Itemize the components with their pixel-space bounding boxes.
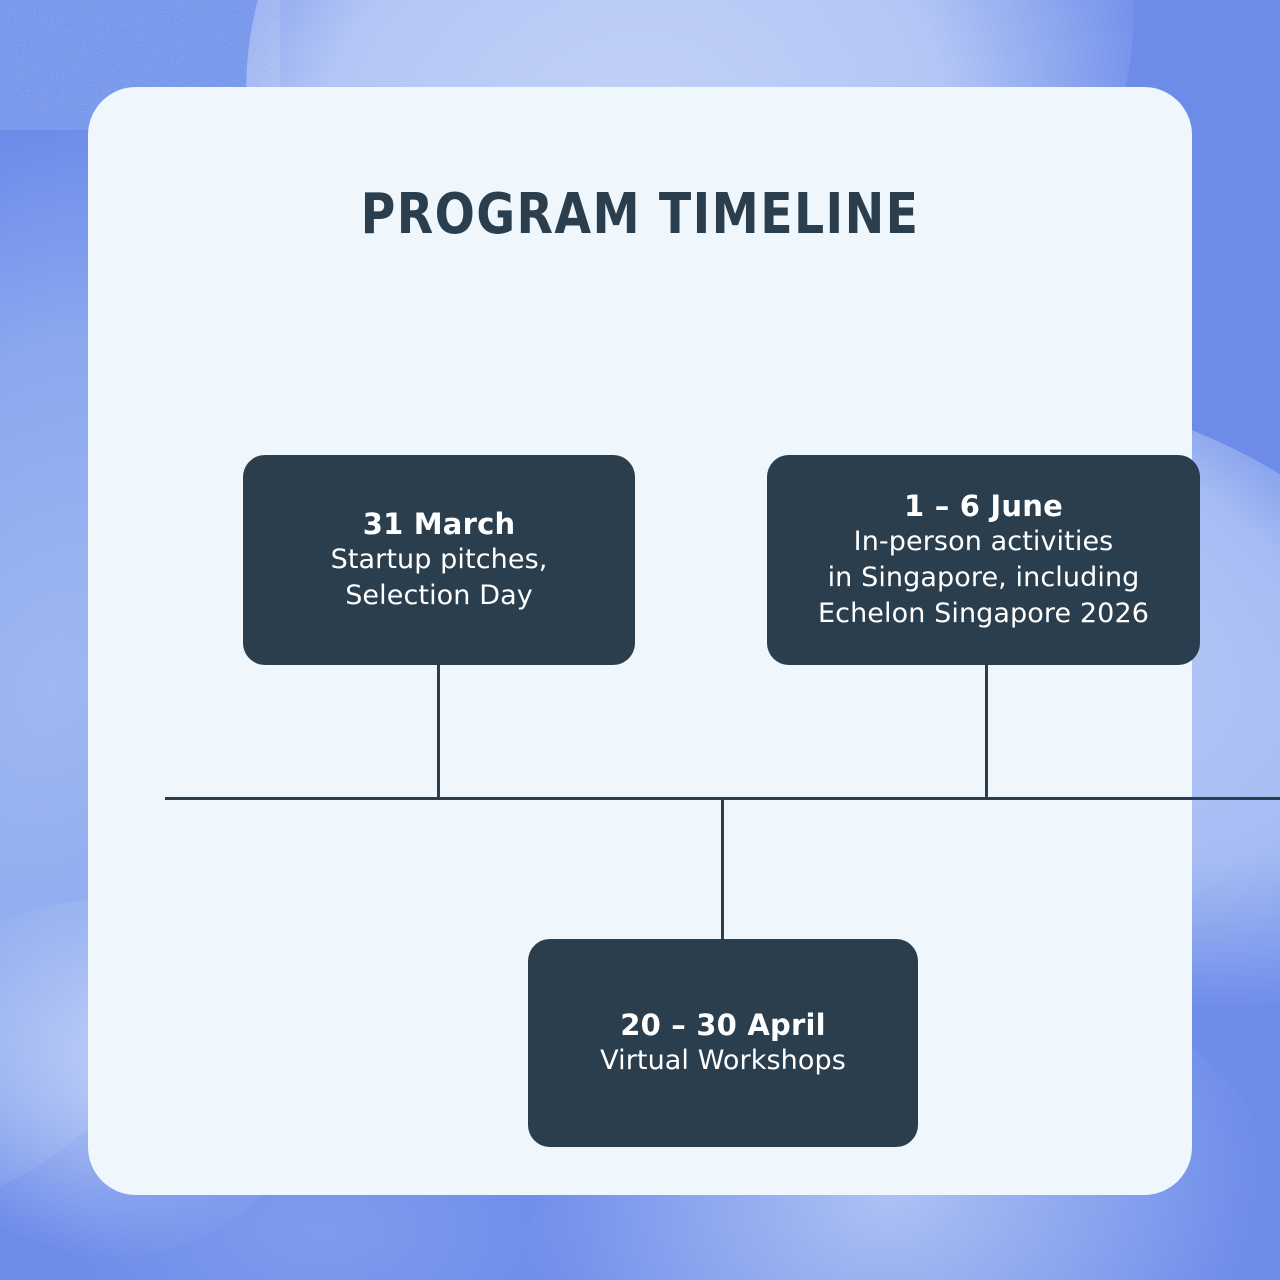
milestone-description: Startup pitches, Selection Day: [330, 544, 548, 611]
connector-line-april: [721, 798, 724, 940]
connector-line-june: [985, 665, 988, 799]
milestone-date: 1 – 6 June: [904, 488, 1063, 523]
milestone-description: Virtual Workshops: [600, 1044, 846, 1076]
milestone-card-virtual-workshops[interactable]: 20 – 30 April Virtual Workshops: [528, 939, 918, 1147]
milestone-date: 20 – 30 April: [620, 1007, 826, 1042]
milestone-date: 31 March: [362, 506, 516, 541]
milestone-description: In-person activities in Singapore, inclu…: [817, 526, 1150, 629]
page-title: PROGRAM TIMELINE: [360, 182, 920, 247]
timeline-panel: PROGRAM TIMELINE 31 March Startup pitche…: [88, 87, 1280, 1195]
milestone-card-selection-day[interactable]: 31 March Startup pitches, Selection Day: [243, 455, 635, 665]
connector-line-march: [437, 665, 440, 799]
milestone-card-singapore-activities[interactable]: 1 – 6 June In-person activities in Singa…: [767, 455, 1200, 665]
